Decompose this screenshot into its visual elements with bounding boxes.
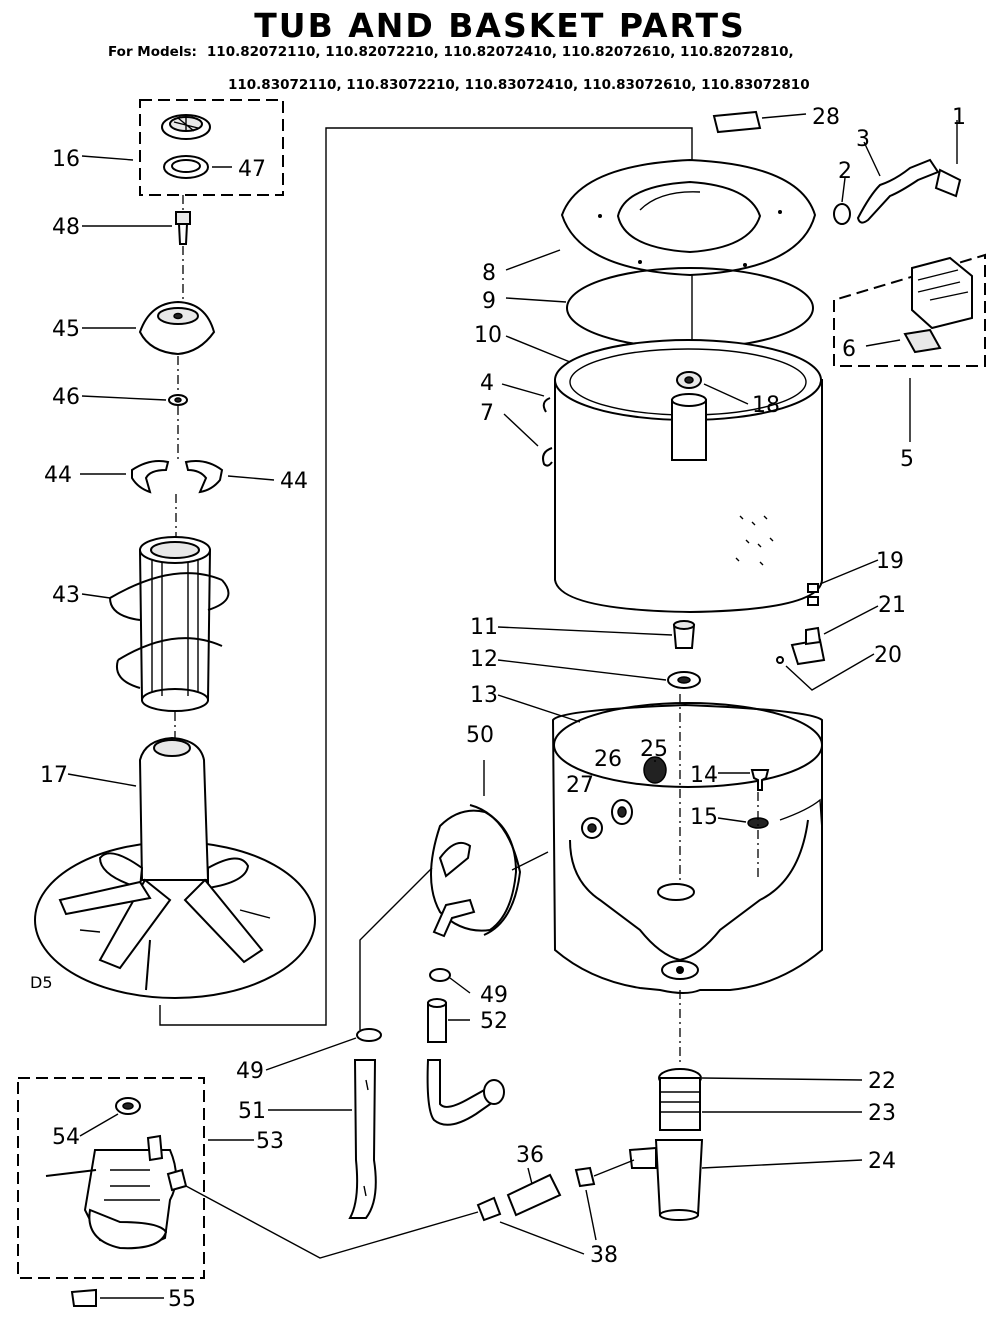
agitator-bolt [175,211,191,245]
diagram-code: D5 [30,973,53,992]
basket-nut-18 [676,371,702,389]
callout-15: 15 [690,805,718,830]
models-list-1: 110.82072110, 110.82072210, 110.82072410… [206,44,794,60]
callout-44-right: 44 [280,469,308,494]
hose-36-clamp-38 [476,1159,635,1222]
callout-50: 50 [466,723,494,748]
callout-24: 24 [868,1149,896,1174]
basket [554,339,823,614]
callout-36: 36 [516,1143,544,1168]
callout-44-left: 44 [44,463,72,488]
callout-38: 38 [590,1243,618,1268]
callout-48: 48 [52,215,80,240]
basket-group [542,110,823,614]
callout-46: 46 [52,385,80,410]
callout-28: 28 [812,105,840,130]
clip-4 [542,397,551,413]
cap-seal-ring [163,155,209,179]
fill-hose-parts [833,158,962,225]
callout-21: 21 [878,593,906,618]
agitator-barrel [109,536,230,712]
pump-50 [430,804,549,938]
models-line-1: For Models: 110.82072110, 110.82072210, 1… [108,44,794,60]
outer-tub [551,694,823,994]
part-1 [934,168,962,198]
screw-washer-14-15 [747,769,770,880]
callout-45: 45 [52,317,80,342]
callout-11: 11 [470,615,498,640]
callout-12: 12 [470,647,498,672]
agitator-dogs-housing [138,300,216,356]
agitator-base [34,736,316,999]
agitator-assembly [34,99,316,999]
callout-5: 5 [900,447,914,472]
models-line-2: 110.83072110, 110.83072210, 110.83072410… [228,77,810,93]
callout-19: 19 [876,549,904,574]
leader-lines [67,113,958,1299]
callout-22: 22 [868,1069,896,1094]
callout-49-left: 49 [236,1059,264,1084]
callout-54: 54 [52,1125,80,1150]
callout-18: 18 [752,393,780,418]
callout-10: 10 [474,323,502,348]
callout-52: 52 [480,1009,508,1034]
callout-53: 53 [256,1129,284,1154]
cap-kit-box [139,99,284,196]
callout-8: 8 [482,261,496,286]
callout-47: 47 [238,157,266,182]
agitator-dogs [131,460,224,494]
washer-46 [168,394,188,406]
motor-box-53 [17,1077,205,1307]
models-prefix: For Models: [108,44,197,60]
callout-labels: 16 47 48 45 46 44 44 43 17 D5 28 1 3 2 8… [30,105,966,1312]
callout-3: 3 [856,127,870,152]
tub-seal-parts [581,756,667,839]
callout-23: 23 [868,1101,896,1126]
callout-7: 7 [480,401,494,426]
hose-3 [856,158,940,224]
callout-55: 55 [168,1287,196,1312]
drain-assembly [628,990,704,1221]
tub-ring-seal [566,267,814,349]
callout-49-right: 49 [480,983,508,1008]
callout-17: 17 [40,763,68,788]
callout-20: 20 [874,643,902,668]
clamp-2 [833,203,851,225]
clip-7 [542,447,553,467]
callout-25: 25 [640,737,668,762]
callout-4: 4 [480,371,494,396]
callout-13: 13 [470,683,498,708]
callout-26: 26 [594,747,622,772]
callout-43: 43 [52,583,80,608]
clip-28 [712,110,762,134]
callout-6: 6 [842,337,856,362]
hose-connections [348,867,505,1219]
agitator-cap [161,114,211,140]
callout-27: 27 [566,773,594,798]
hub-parts [667,620,701,689]
callout-51: 51 [238,1099,266,1124]
callout-16: 16 [52,147,80,172]
motor-to-hose-line [185,1185,479,1259]
callout-9: 9 [482,289,496,314]
callout-1: 1 [952,105,966,130]
diagram-title: TUB AND BASKET PARTS [254,6,746,45]
valve-group-19-21 [776,583,826,666]
tub-ring [560,158,817,277]
water-level-switch-kit [833,253,986,367]
callout-14: 14 [690,763,718,788]
callout-2: 2 [838,159,852,184]
screw-55 [70,1288,97,1307]
